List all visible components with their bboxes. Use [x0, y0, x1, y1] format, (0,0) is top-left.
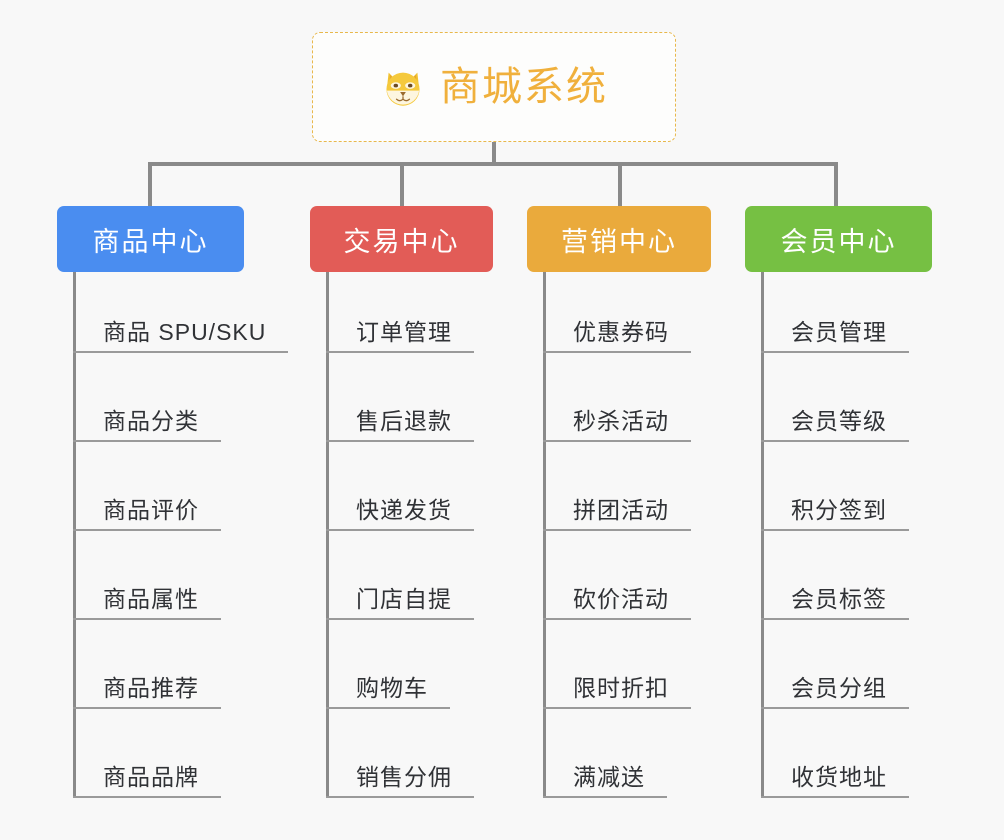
leaf-item-label: 商品属性 — [103, 586, 199, 612]
leaf-item-underline — [761, 618, 909, 620]
leaf-item-underline — [73, 707, 221, 709]
branch-trunk-line — [761, 272, 764, 798]
leaf-item-label: 积分签到 — [791, 497, 887, 523]
leaf-item-label: 砍价活动 — [573, 586, 669, 612]
leaf-item-label: 满减送 — [573, 764, 645, 790]
leaf-item-label: 售后退款 — [356, 408, 452, 434]
leaf-item-underline — [73, 529, 221, 531]
leaf-item-underline — [326, 618, 474, 620]
leaf-item-label: 会员等级 — [791, 408, 887, 434]
leaf-item-underline — [326, 796, 474, 798]
branch-trunk-line — [543, 272, 546, 798]
leaf-item-label: 门店自提 — [356, 586, 452, 612]
leaf-item-label: 购物车 — [356, 675, 428, 701]
root-title: 商城系统 — [440, 65, 608, 109]
leaf-item-underline — [761, 796, 909, 798]
leaf-item-label: 订单管理 — [356, 319, 452, 345]
leaf-item-label: 快递发货 — [356, 497, 452, 523]
leaf-item-label: 会员标签 — [791, 586, 887, 612]
leaf-item-underline — [761, 440, 909, 442]
leaf-item-underline — [73, 618, 221, 620]
branch-header-2[interactable]: 交易中心 — [310, 206, 493, 272]
drop-connector-2 — [400, 162, 404, 206]
shiba-dog-face-icon — [386, 72, 420, 106]
leaf-item-underline — [543, 707, 691, 709]
leaf-item-underline — [73, 351, 288, 353]
root-node[interactable]: 商城系统 — [312, 32, 676, 142]
leaf-item-underline — [73, 796, 221, 798]
leaf-item-underline — [73, 440, 221, 442]
leaf-item-label: 拼团活动 — [573, 497, 669, 523]
leaf-item-underline — [761, 707, 909, 709]
drop-connector-1 — [148, 162, 152, 206]
leaf-item-underline — [326, 707, 450, 709]
leaf-item-label: 收货地址 — [791, 764, 887, 790]
leaf-item-label: 会员分组 — [791, 675, 887, 701]
horizontal-bus-connector — [148, 162, 836, 166]
leaf-item-underline — [543, 529, 691, 531]
leaf-item-label: 商品评价 — [103, 497, 199, 523]
leaf-item-label: 商品 SPU/SKU — [103, 319, 267, 345]
leaf-item-label: 秒杀活动 — [573, 408, 669, 434]
leaf-item-underline — [543, 440, 691, 442]
leaf-item-label: 商品推荐 — [103, 675, 199, 701]
leaf-item-underline — [326, 351, 474, 353]
leaf-item-label: 商品分类 — [103, 408, 199, 434]
leaf-item-label: 销售分佣 — [356, 764, 452, 790]
leaf-item-underline — [543, 618, 691, 620]
root-stem-connector — [492, 142, 496, 166]
leaf-item-label: 商品品牌 — [103, 764, 199, 790]
leaf-item-label: 优惠券码 — [573, 319, 669, 345]
drop-connector-3 — [618, 162, 622, 206]
leaf-item-label: 会员管理 — [791, 319, 887, 345]
branch-header-1[interactable]: 商品中心 — [57, 206, 244, 272]
leaf-item-underline — [543, 796, 667, 798]
leaf-item-underline — [543, 351, 691, 353]
branch-trunk-line — [73, 272, 76, 798]
branch-header-3[interactable]: 营销中心 — [527, 206, 711, 272]
drop-connector-4 — [834, 162, 838, 206]
leaf-item-underline — [761, 351, 909, 353]
leaf-item-underline — [326, 529, 474, 531]
leaf-item-label: 限时折扣 — [573, 675, 669, 701]
branch-header-4[interactable]: 会员中心 — [745, 206, 932, 272]
leaf-item-underline — [761, 529, 909, 531]
leaf-item-underline — [326, 440, 474, 442]
branch-trunk-line — [326, 272, 329, 798]
